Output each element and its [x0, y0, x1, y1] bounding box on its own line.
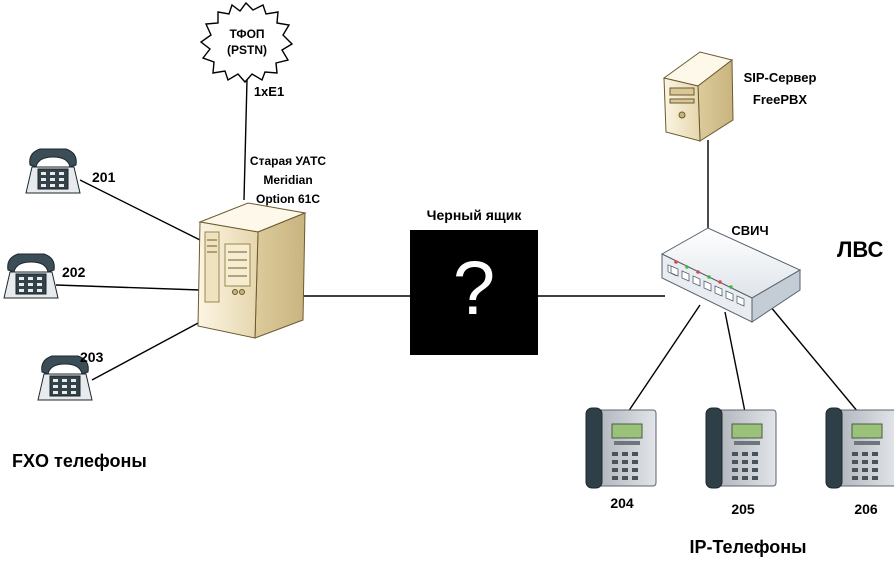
fxo-phone-201-label: 201 [92, 169, 116, 185]
connection-lines [55, 79, 859, 413]
sip-server-label-line1: SIP-Сервер [744, 70, 817, 85]
fxo-phone-203-label: 203 [80, 349, 104, 365]
desk-phone-icon [3, 253, 59, 299]
black-box-question-mark: ? [453, 246, 495, 331]
desk-phone-icon [37, 355, 93, 401]
ip-phone-205: 205 [705, 407, 777, 517]
ip-phone-icon [705, 407, 777, 489]
fxo-phone-201: 201 [25, 148, 116, 194]
pstn-label-line2: (PSTN) [227, 43, 267, 57]
fxo-phones-group-label: FXO телефоны [12, 451, 147, 471]
link-phone203-pbx [91, 321, 201, 381]
link-pstn-pbx [243, 79, 248, 201]
old-pbx-label-line2: Meridian [263, 173, 312, 187]
link-phone202-pbx [55, 284, 201, 291]
pstn-cloud: ТФОП (PSTN) [199, 1, 294, 84]
ip-phone-206-label: 206 [854, 501, 878, 517]
sip-server-icon [662, 51, 734, 142]
fxo-phone-202-label: 202 [62, 264, 86, 280]
desk-phone-icon [25, 148, 81, 194]
sip-server-label-line2: FreePBX [753, 92, 808, 107]
link-phone201-pbx [79, 179, 201, 241]
link-switch-phone206 [764, 299, 859, 413]
link-switch-phone205 [724, 311, 746, 413]
fxo-phone-202: 202 [3, 253, 86, 299]
ip-phone-icon [585, 407, 657, 489]
black-box-title: Черный ящик [427, 207, 523, 223]
trunk-label: 1xE1 [254, 84, 284, 99]
pstn-cloud-shape [199, 1, 294, 84]
ip-phone-icon [825, 407, 894, 489]
link-switch-phone204 [627, 304, 701, 413]
switch-label: СВИЧ [731, 223, 768, 238]
old-pbx-server-icon [197, 202, 307, 339]
fxo-phone-203: 203 [37, 349, 104, 401]
pstn-label-line1: ТФОП [229, 27, 264, 41]
ip-phone-206: 206 [825, 407, 894, 517]
old-pbx-label-line3: Option 61C [256, 192, 320, 206]
black-box: ? [410, 230, 538, 355]
old-pbx-label-line1: Старая УАТС [250, 154, 327, 168]
ip-phone-205-label: 205 [731, 501, 755, 517]
black-box-square [410, 230, 538, 355]
lan-label: ЛВС [837, 237, 883, 262]
ip-phone-204: 204 [585, 407, 657, 511]
ip-phone-204-label: 204 [610, 495, 634, 511]
network-switch-icon [660, 227, 802, 323]
ip-phones-group-label: IP-Телефоны [689, 537, 806, 557]
